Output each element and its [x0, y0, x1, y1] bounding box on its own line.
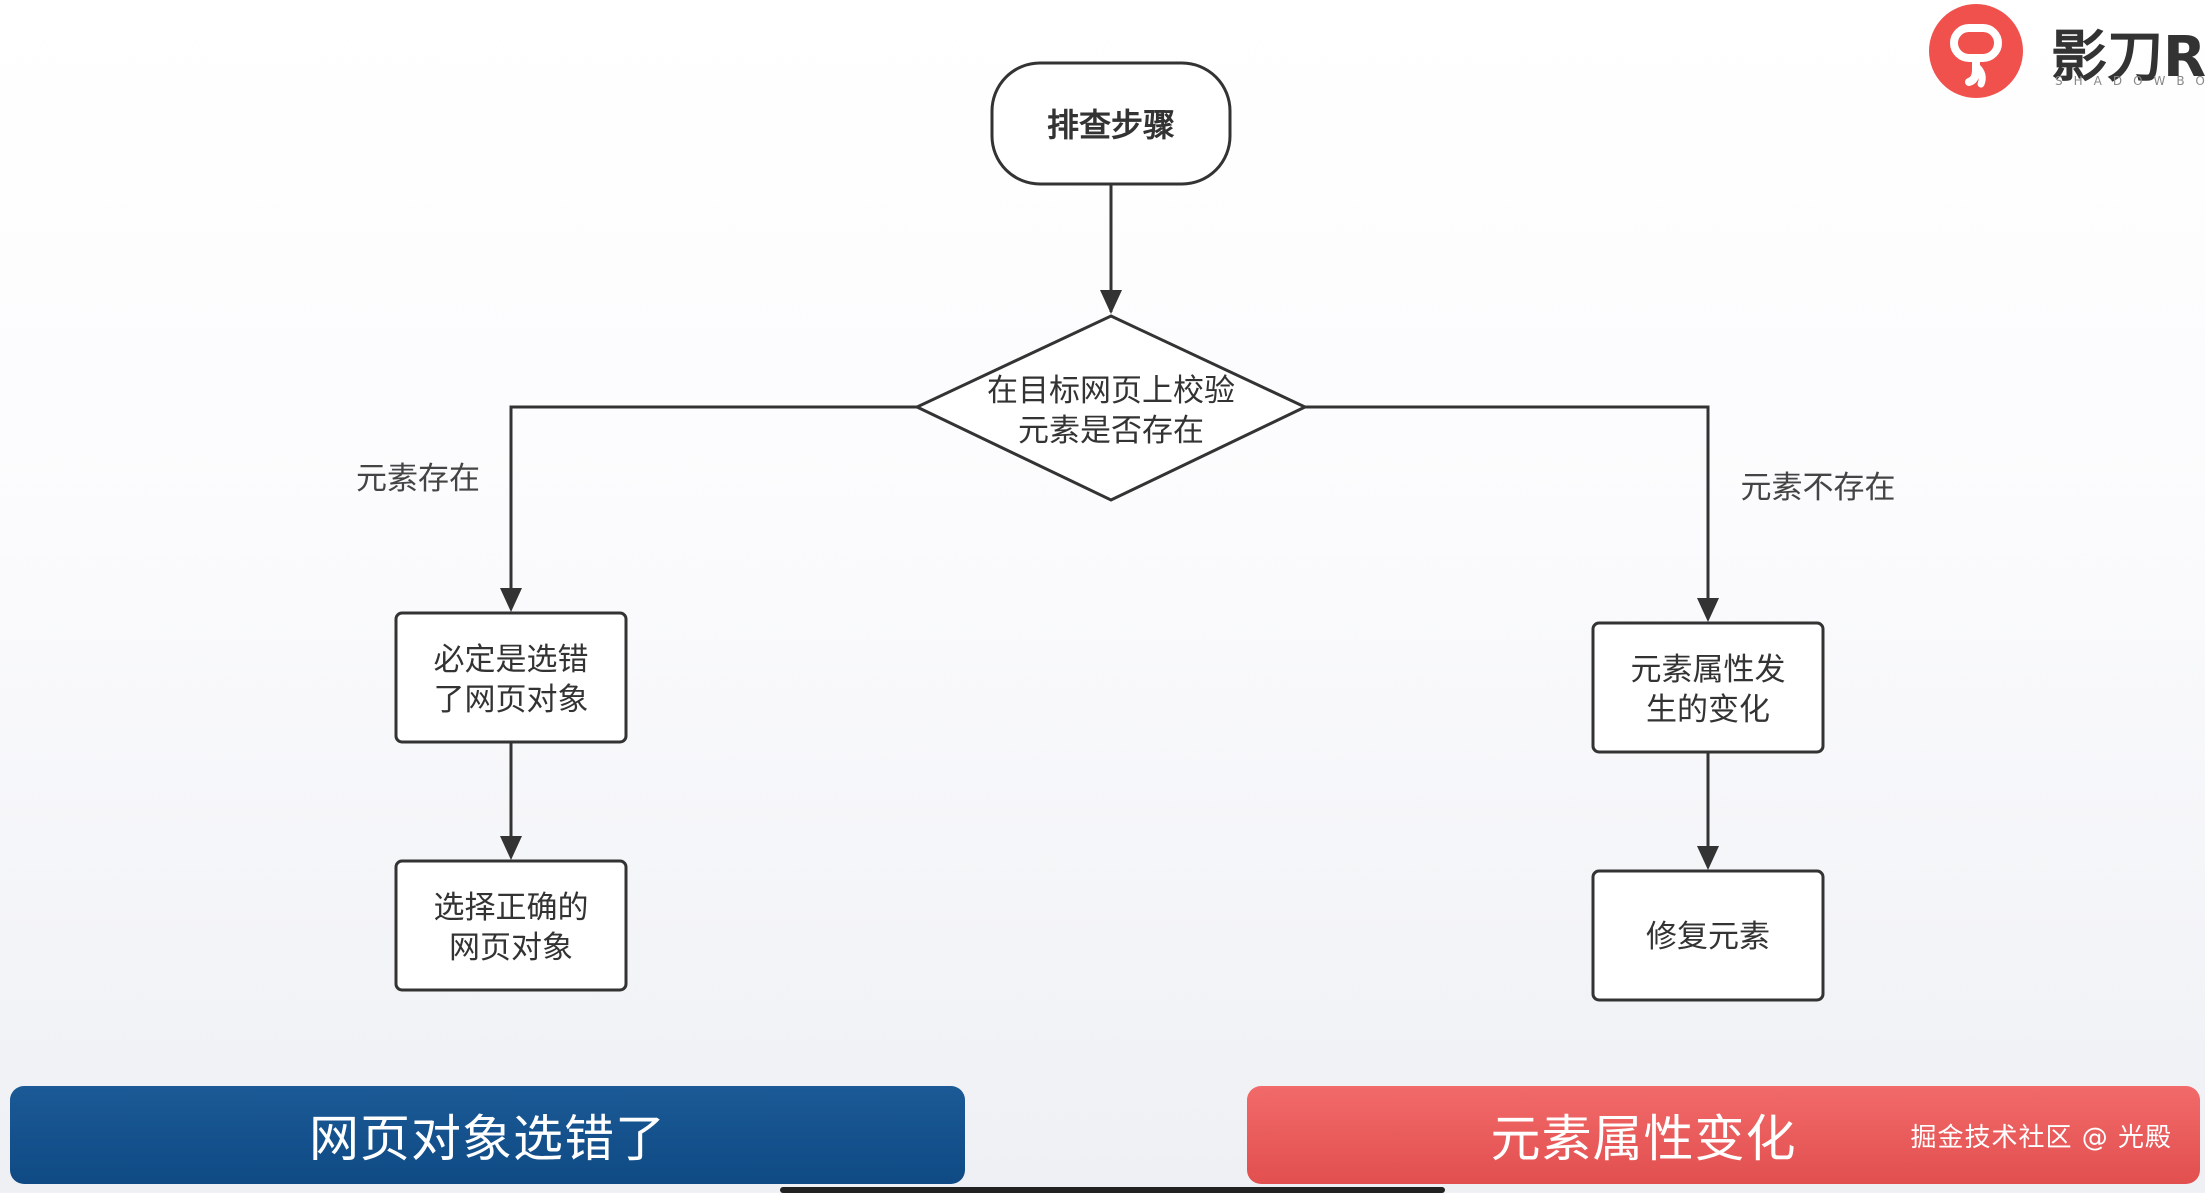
start-node: 排查步骤: [990, 61, 1232, 186]
branch-label-exists: 元素存在: [356, 461, 480, 497]
branch-label-not-exists: 元素不存在: [1741, 470, 1896, 506]
right-step2-node: 修复元素: [1591, 869, 1825, 1002]
banner-wrong-page-object: 网页对象选错了: [10, 1086, 965, 1184]
watermark-text: 掘金技术社区 @ 光殿: [1910, 1123, 2172, 1153]
decision-node-label-line1: 在目标网页上校验: [987, 373, 1235, 409]
shadowbot-logo-icon: [1929, 4, 2023, 98]
right-step1-label-line2: 生的变化: [1646, 692, 1770, 728]
banner-element-attribute-changed: 元素属性变化 掘金技术社区 @ 光殿: [1247, 1086, 2200, 1184]
connector-decision-to-right: [1305, 405, 1719, 622]
left-step2-label-line2: 网页对象: [449, 930, 573, 966]
left-step2-label-line1: 选择正确的: [434, 890, 589, 926]
left-step1-node: 必定是选错 了网页对象: [394, 611, 628, 744]
decision-node: 在目标网页上校验 元素是否存在: [913, 314, 1309, 502]
connector-right-step1-to-step2: [1697, 752, 1719, 870]
right-step1-label-line1: 元素属性发: [1631, 652, 1786, 688]
right-step2-label: 修复元素: [1646, 919, 1770, 955]
connector-decision-to-left: [500, 405, 917, 612]
left-step1-label-line1: 必定是选错: [434, 642, 589, 678]
left-step2-node: 选择正确的 网页对象: [394, 859, 628, 992]
start-node-label: 排查步骤: [1047, 106, 1175, 144]
connector-left-step1-to-step2: [500, 742, 522, 860]
brand-subtitle: SHADOWBOT: [2055, 74, 2205, 88]
video-progress-scrollbar[interactable]: [780, 1187, 1445, 1193]
brand-logo: 影刀RI SHADOWBOT: [1925, 2, 2205, 98]
right-step1-node: 元素属性发 生的变化: [1591, 621, 1825, 754]
brand-name: 影刀RI: [2051, 25, 2205, 90]
connector-start-to-decision: [1100, 184, 1122, 314]
banner-left-text: 网页对象选错了: [309, 1110, 666, 1168]
decision-node-label-line2: 元素是否存在: [1018, 413, 1204, 449]
banner-right-text: 元素属性变化: [1490, 1110, 1797, 1168]
left-step1-label-line2: 了网页对象: [434, 682, 589, 718]
